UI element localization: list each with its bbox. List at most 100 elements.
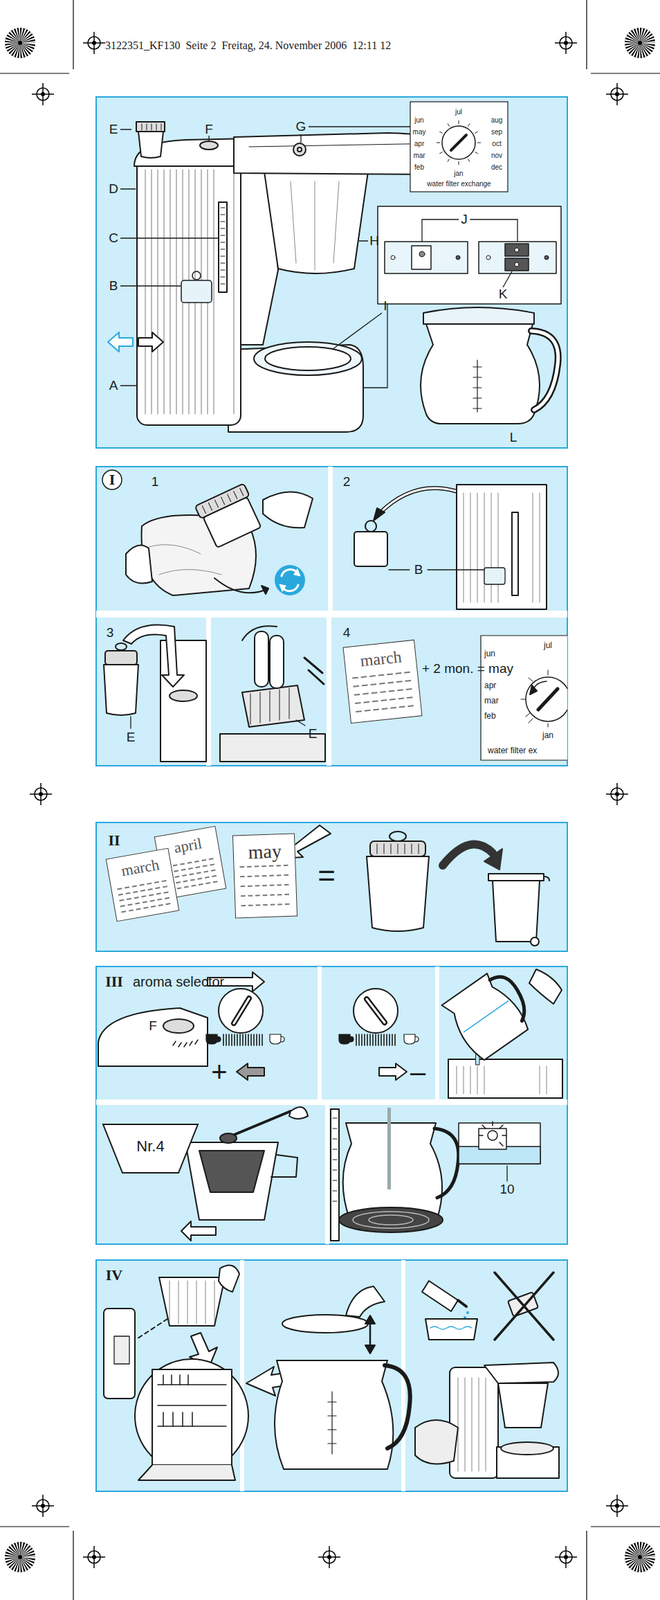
part-letter: L: [509, 430, 518, 445]
part-letter: I: [383, 298, 387, 313]
step-panel: IIIaroma selectorNr.4: [96, 965, 568, 1244]
calendar-day: [146, 882, 152, 885]
month-label: jan: [453, 170, 463, 178]
node-text: Nr.4: [136, 1137, 164, 1154]
calendar-day: [163, 890, 169, 893]
calendar-day: [167, 876, 173, 879]
calendar-day: [390, 706, 397, 709]
calendar-day: [388, 689, 396, 692]
calendar-day: [284, 883, 290, 885]
calendar-day: [181, 868, 187, 871]
calendar-day: [202, 864, 208, 867]
calendar-day: [397, 688, 404, 691]
month-label: mar: [413, 152, 425, 160]
calendar-day: [363, 700, 370, 703]
calendar-day: [169, 887, 175, 890]
node-text: may: [247, 839, 282, 862]
calendar-day: [189, 872, 195, 875]
calendar-day: [277, 902, 283, 905]
node-text: march: [120, 855, 161, 878]
node-text: water filter exchange: [426, 180, 491, 189]
dial-caption: water filter ex: [487, 745, 537, 755]
calendar-day: [165, 902, 171, 905]
month-label: apr: [414, 140, 425, 149]
calendar-day: [154, 880, 160, 883]
calendar-page: may: [232, 832, 298, 918]
calendar-day: [396, 680, 403, 683]
calendar-day: [371, 691, 378, 694]
calendar-day: [201, 858, 207, 861]
calendar-day: [164, 896, 170, 899]
callout-number: 10: [499, 1181, 515, 1196]
plus-sign: +: [211, 1056, 227, 1086]
calendar-day: [379, 682, 386, 685]
calendar-day: [209, 862, 215, 865]
calendar-day: [247, 875, 253, 877]
month-label: dec: [491, 163, 503, 172]
calendar-day: [255, 893, 261, 896]
calendar-day: [240, 894, 246, 896]
calendar-day: [120, 904, 126, 907]
calendar-day: [404, 671, 411, 674]
month-label: mar: [484, 695, 499, 705]
date-formula: + 2 mon. = may: [422, 661, 514, 676]
calendar-day: [116, 886, 122, 889]
calendar-day: [196, 871, 202, 874]
calendar-day: [195, 865, 200, 868]
equals-sign: =: [317, 859, 336, 892]
calendar-day: [173, 869, 179, 872]
calendar-day: [399, 705, 406, 708]
step-heading: III: [105, 972, 124, 989]
month-label: jun: [484, 648, 496, 658]
calendar-day: [247, 884, 253, 887]
calendar-page: march: [105, 847, 180, 922]
calendar-day: [204, 875, 210, 878]
calendar-day: [269, 874, 274, 876]
part-letter: E: [109, 122, 119, 137]
calendar-day: [141, 894, 146, 897]
calendar-day: [369, 674, 376, 677]
calendar-day: [203, 869, 209, 872]
calendar-day: [387, 681, 394, 684]
calendar-day: [140, 888, 146, 892]
calendar-day: [197, 877, 203, 880]
part-letter: A: [109, 378, 119, 393]
calendar-day: [148, 887, 153, 890]
calendar-day: [262, 903, 268, 905]
calendar-day: [190, 877, 196, 880]
calendar-day: [188, 866, 194, 869]
calendar-day: [276, 873, 282, 876]
calendar-day: [157, 897, 162, 901]
part-letter: E: [308, 726, 318, 741]
step-heading: IV: [105, 1266, 123, 1282]
calendar-day: [362, 692, 369, 695]
calendar-day: [177, 886, 182, 889]
step-number: 3: [106, 625, 115, 640]
calendar-day: [150, 904, 156, 907]
calendar-day: [184, 885, 189, 888]
calendar-day: [132, 890, 138, 893]
calendar-day: [134, 895, 140, 898]
part-letter: F: [204, 122, 214, 137]
calendar-day: [118, 898, 124, 901]
calendar-day: [136, 907, 142, 910]
calendar-day: [143, 906, 149, 909]
calendar-day: [213, 880, 218, 883]
calendar-day: [124, 885, 130, 888]
calendar-day: [132, 884, 137, 887]
part-letter: E: [126, 729, 136, 744]
calendar-day: [248, 894, 254, 896]
calendar-day: [168, 882, 174, 885]
calendar-page: march: [342, 639, 423, 723]
calendar-day: [380, 698, 387, 701]
step-panel: Imarch: [96, 466, 568, 766]
calendar-day: [175, 880, 181, 883]
calendar-day: [361, 683, 369, 686]
print-slug: 3122351_KF130 Seite 2 Freitag, 24. Novem…: [105, 40, 391, 52]
calendar-grid: [114, 877, 178, 919]
part-letter: B: [414, 562, 424, 577]
calendar-day: [352, 684, 360, 687]
calendar-day: [354, 693, 361, 696]
part-letter: K: [496, 287, 510, 301]
